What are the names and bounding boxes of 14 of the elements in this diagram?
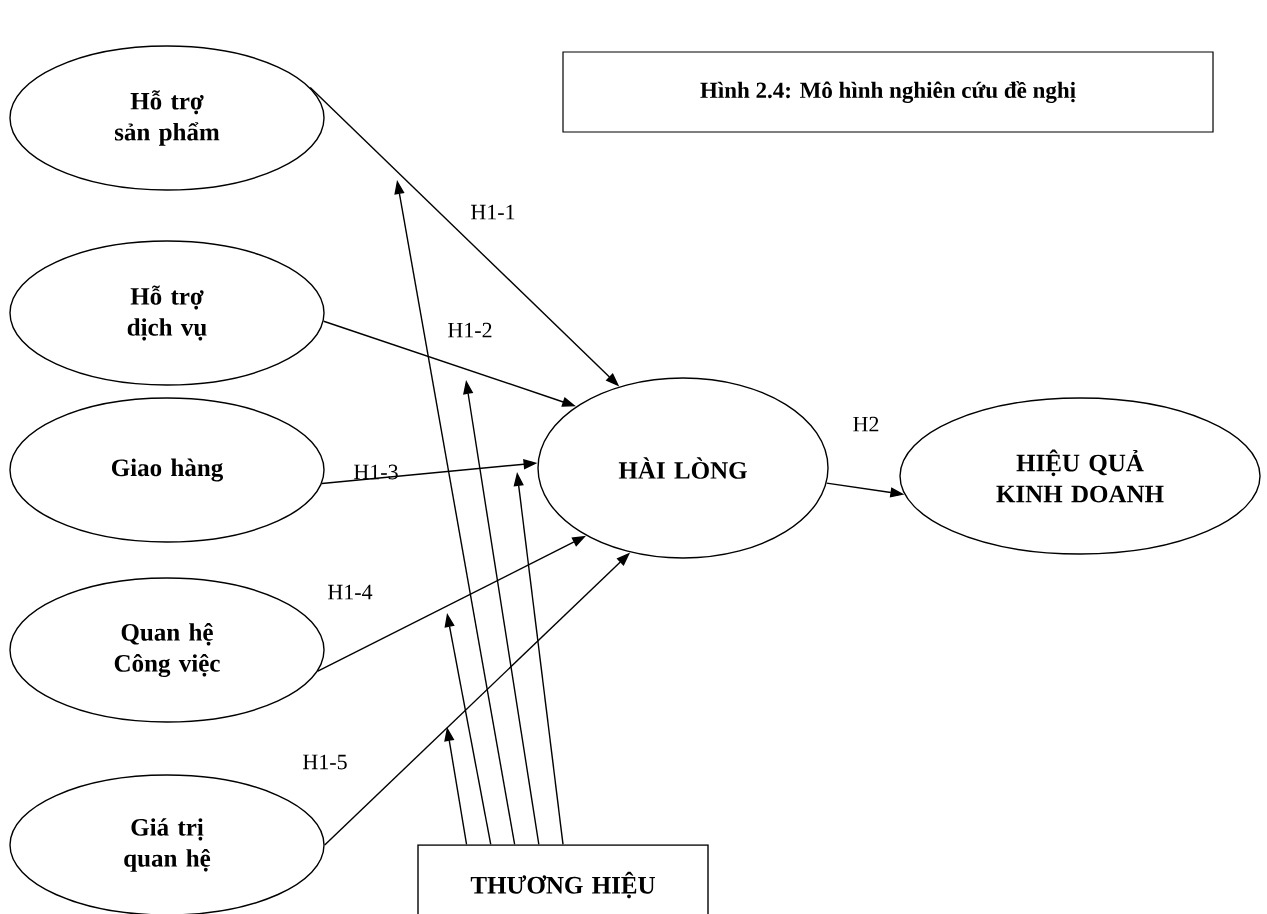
- edge-label: H1-4: [328, 584, 373, 600]
- ellipse-node: Quan hệ Công việc: [9, 577, 325, 723]
- edge-label: H1-2: [448, 322, 492, 338]
- ellipse-node: HIỆU QUẢ KINH DOANH: [899, 397, 1261, 555]
- ellipse-node: Giao hàng: [9, 397, 325, 543]
- edge-label: H1-1: [471, 204, 515, 220]
- title-box: Hình 2.4: Mô hình nghiên cứu đề nghị: [562, 51, 1214, 133]
- ellipse-node: Hỗ trợ sản phẩm: [9, 45, 325, 191]
- factor-box: THƯƠNG HIỆU: [417, 844, 709, 914]
- edge-label: H2: [853, 416, 879, 432]
- edge-label: H1-3: [354, 464, 398, 480]
- edge-label: H1-5: [303, 754, 347, 770]
- ellipse-node: Hỗ trợ dịch vụ: [9, 240, 325, 386]
- ellipse-node: HÀI LÒNG: [537, 377, 829, 559]
